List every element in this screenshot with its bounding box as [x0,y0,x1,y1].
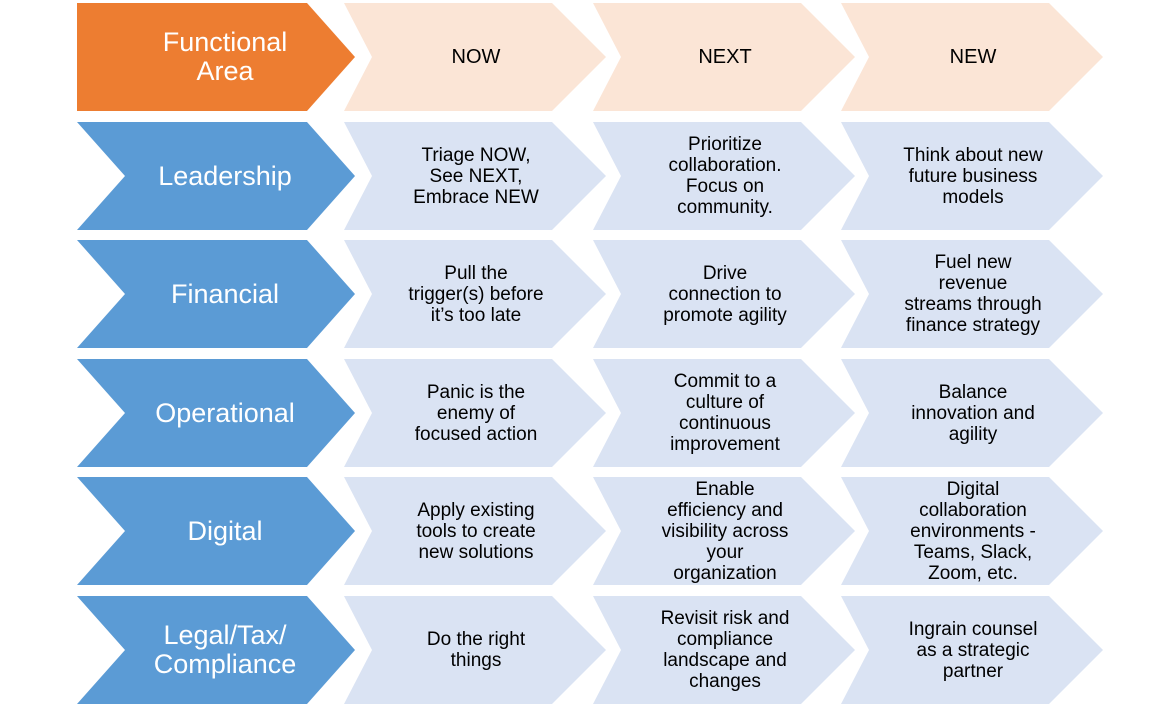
leadership-next-cell: Prioritize collaboration. Focus on commu… [593,122,855,230]
financial-next-cell-label: Drive connection to promote agility [663,262,787,326]
financial-new-cell: Fuel new revenue streams through finance… [841,240,1103,348]
header-stage-next: NEXT [593,3,855,111]
operational-now-cell-label: Panic is the enemy of focused action [414,381,538,445]
legal-tax-compliance-now-cell: Do the right things [344,596,606,704]
operational-new-cell: Balance innovation and agility [841,359,1103,467]
area-digital: Digital [77,477,355,585]
legal-tax-compliance-new-cell: Ingrain counsel as a strategic partner [841,596,1103,704]
digital-new-cell: Digital collaboration environments - Tea… [841,477,1103,585]
leadership-new-cell-label: Think about new future business models [903,144,1043,208]
financial-now-cell-label: Pull the trigger(s) before it’s too late [408,262,544,326]
header-functional-area-label: Functional Area [162,27,288,86]
legal-tax-compliance-next-cell-label: Revisit risk and compliance landscape an… [660,608,790,692]
header-stage-next-label: NEXT [698,45,752,68]
financial-now-cell: Pull the trigger(s) before it’s too late [344,240,606,348]
area-operational: Operational [77,359,355,467]
operational-now-cell: Panic is the enemy of focused action [344,359,606,467]
legal-tax-compliance-now-cell-label: Do the right things [426,629,526,671]
area-legal-tax-compliance: Legal/Tax/ Compliance [77,596,355,704]
header-stage-now-label: NOW [451,45,501,68]
leadership-new-cell: Think about new future business models [841,122,1103,230]
leadership-now-cell: Triage NOW, See NEXT, Embrace NEW [344,122,606,230]
digital-new-cell-label: Digital collaboration environments - Tea… [910,478,1036,584]
area-financial-label: Financial [170,278,280,309]
digital-next-cell-label: Enable efficiency and visibility across … [661,478,789,584]
operational-next-cell-label: Commit to a culture of continuous improv… [670,371,780,455]
header-stage-new-label: NEW [949,45,997,68]
operational-next-cell: Commit to a culture of continuous improv… [593,359,855,467]
area-leadership: Leadership [77,122,355,230]
leadership-now-cell-label: Triage NOW, See NEXT, Embrace NEW [413,144,539,208]
area-leadership-label: Leadership [158,160,292,191]
area-financial: Financial [77,240,355,348]
header-stage-now: NOW [344,3,606,111]
area-digital-label: Digital [187,515,263,546]
legal-tax-compliance-new-cell-label: Ingrain counsel as a strategic partner [908,618,1038,682]
header-functional-area: Functional Area [77,3,355,111]
leadership-next-cell-label: Prioritize collaboration. Focus on commu… [668,134,782,218]
financial-new-cell-label: Fuel new revenue streams through finance… [904,252,1042,336]
operational-new-cell-label: Balance innovation and agility [911,381,1035,445]
digital-now-cell: Apply existing tools to create new solut… [344,477,606,585]
legal-tax-compliance-next-cell: Revisit risk and compliance landscape an… [593,596,855,704]
area-operational-label: Operational [155,397,295,428]
digital-next-cell: Enable efficiency and visibility across … [593,477,855,585]
digital-now-cell-label: Apply existing tools to create new solut… [416,499,536,563]
area-legal-tax-compliance-label: Legal/Tax/ Compliance [153,620,297,679]
header-stage-new: NEW [841,3,1103,111]
financial-next-cell: Drive connection to promote agility [593,240,855,348]
